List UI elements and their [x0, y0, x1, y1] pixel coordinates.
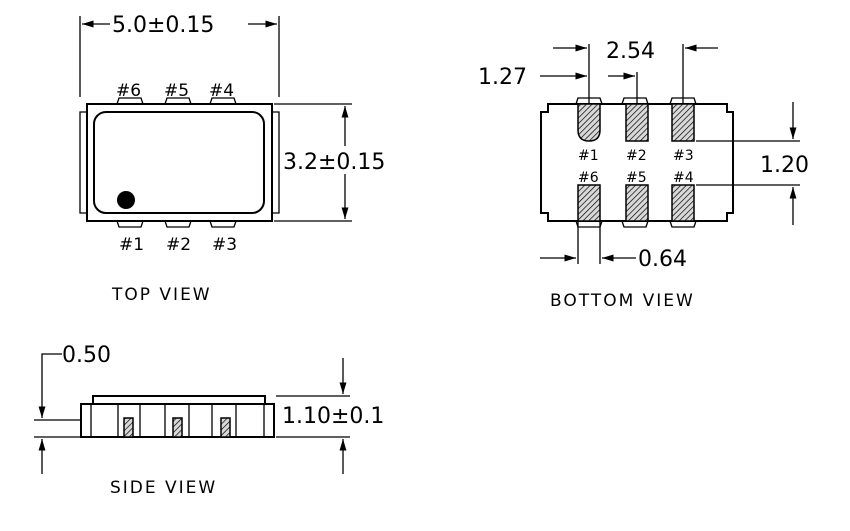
top-pin-notch-6 [116, 97, 144, 105]
pad-6 [577, 184, 601, 222]
bottom-pin-notch-4 [669, 220, 697, 228]
bottom-pin-label: #1 [119, 235, 144, 255]
pad-label: #3 [673, 148, 694, 164]
pad-3 [671, 103, 695, 142]
top-pin-label: #4 [209, 81, 234, 101]
base-dimension: 0.50 [62, 343, 111, 368]
top-view-left-edge [79, 111, 87, 214]
side-pad [172, 417, 183, 438]
bottom-pin-label: #2 [166, 235, 191, 255]
top-view-right-edge [272, 111, 280, 214]
top-view-title: TOP VIEW [111, 285, 212, 305]
top-pin-notch-3 [209, 220, 237, 228]
side-pad [220, 417, 231, 438]
pad-width-dimension: 0.64 [638, 247, 687, 272]
base-dim-arrow-top [38, 353, 62, 418]
pad-1 [577, 103, 601, 142]
pad-2 [625, 103, 649, 142]
side-view-title: SIDE VIEW [110, 478, 217, 498]
top-pin-notch-4 [209, 97, 237, 105]
bottom-pin-notch-2 [621, 97, 649, 105]
height-dimension: 3.2±0.15 [283, 150, 385, 175]
side-pad [123, 417, 134, 438]
width-dimension: 5.0±0.15 [112, 13, 214, 38]
side-view: 0.50 1.10±0.1 SIDE VIEW [34, 343, 384, 498]
pad-4 [671, 184, 695, 222]
top-pin-label: #5 [164, 81, 189, 101]
bottom-view-title: BOTTOM VIEW [550, 291, 695, 311]
bottom-pin-notch-6 [575, 220, 603, 228]
top-pin-notch-1 [116, 220, 144, 228]
pad-5 [625, 184, 649, 222]
offset-dimension: 1.27 [478, 65, 527, 90]
pin1-indicator-dot [117, 191, 135, 209]
top-pin-label: #6 [116, 81, 141, 101]
bottom-pin-label: #3 [212, 235, 237, 255]
pad-label: #1 [578, 148, 599, 164]
top-view-body [86, 103, 273, 222]
top-view: #6 #5 #4 #1 #2 #3 5.0±0.15 3.2±0.15 TOP … [79, 13, 385, 305]
top-view-lid [93, 111, 265, 214]
top-pin-notch-2 [164, 220, 192, 228]
row-spacing-dimension: 1.20 [760, 153, 809, 178]
thickness-dimension: 1.10±0.1 [282, 404, 384, 429]
pad-label: #5 [626, 170, 647, 186]
pad-label: #2 [626, 148, 647, 164]
pad-label: #6 [578, 170, 599, 186]
side-view-lid [92, 395, 266, 405]
top-pin-notch-5 [164, 97, 192, 105]
bottom-view: #1 #2 #3 #6 #5 #4 2.54 1.27 1.20 0.64 BO… [478, 39, 809, 311]
pad-label: #4 [673, 170, 694, 186]
bottom-view-body [540, 103, 734, 222]
pitch-dimension: 2.54 [606, 39, 655, 64]
bottom-pin-notch-5 [621, 220, 649, 228]
